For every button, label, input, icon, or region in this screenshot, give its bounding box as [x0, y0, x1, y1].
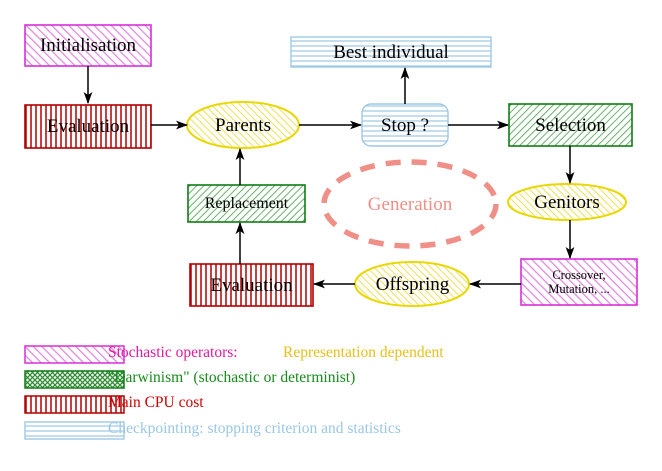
legend-label-representation: Representation dependent — [283, 344, 444, 361]
node-evaluation-bottom[interactable] — [189, 263, 314, 307]
legend-swatch-checkpointing — [24, 421, 125, 440]
legend-label-darwinism: "Darwinism" (stochastic or determinist) — [108, 369, 356, 386]
node-generation-boundary — [321, 159, 499, 249]
node-genitors[interactable] — [507, 183, 627, 221]
legend-label-checkpointing: Checkpointing: stopping criterion and st… — [108, 420, 401, 437]
node-initialisation[interactable] — [24, 24, 152, 67]
legend-swatch-darwinism — [24, 370, 125, 389]
legend-swatch-stochastic — [24, 345, 125, 364]
legend-label-stochastic: Stochastic operators: — [108, 344, 238, 361]
node-replacement[interactable] — [187, 184, 306, 223]
node-crossover-mutation[interactable] — [520, 258, 638, 306]
node-best-individual[interactable] — [290, 36, 492, 68]
legend-label-cpu-cost: Main CPU cost — [108, 394, 204, 411]
node-evaluation-top[interactable] — [24, 104, 152, 149]
legend-swatch-cpu-cost — [24, 395, 125, 414]
